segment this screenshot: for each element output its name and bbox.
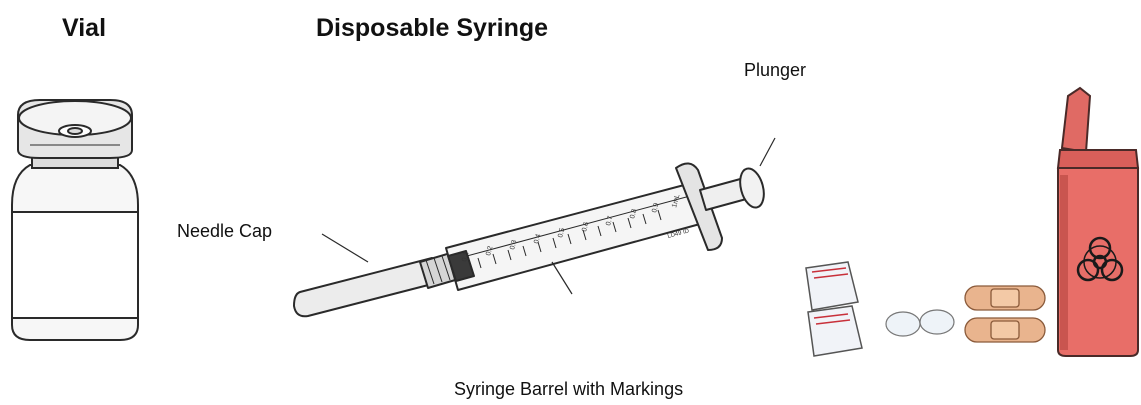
cotton-balls bbox=[886, 310, 954, 336]
cotton-ball-right bbox=[920, 310, 954, 334]
plunger-thumb bbox=[736, 166, 768, 210]
sharps-container bbox=[1058, 88, 1138, 356]
needle-cap-leader bbox=[322, 234, 368, 262]
bandages bbox=[965, 286, 1045, 342]
vial-illustration bbox=[12, 100, 138, 340]
cotton-ball-left bbox=[886, 312, 920, 336]
alcohol-pad-bottom bbox=[808, 306, 862, 356]
needle-cap bbox=[294, 258, 440, 316]
sharps-lid bbox=[1062, 88, 1090, 152]
syringe-illustration bbox=[294, 163, 768, 316]
barrel-leader bbox=[552, 262, 572, 294]
syringe-barrel bbox=[446, 184, 700, 290]
alcohol-pads bbox=[806, 262, 862, 356]
plunger-leader bbox=[760, 138, 775, 166]
